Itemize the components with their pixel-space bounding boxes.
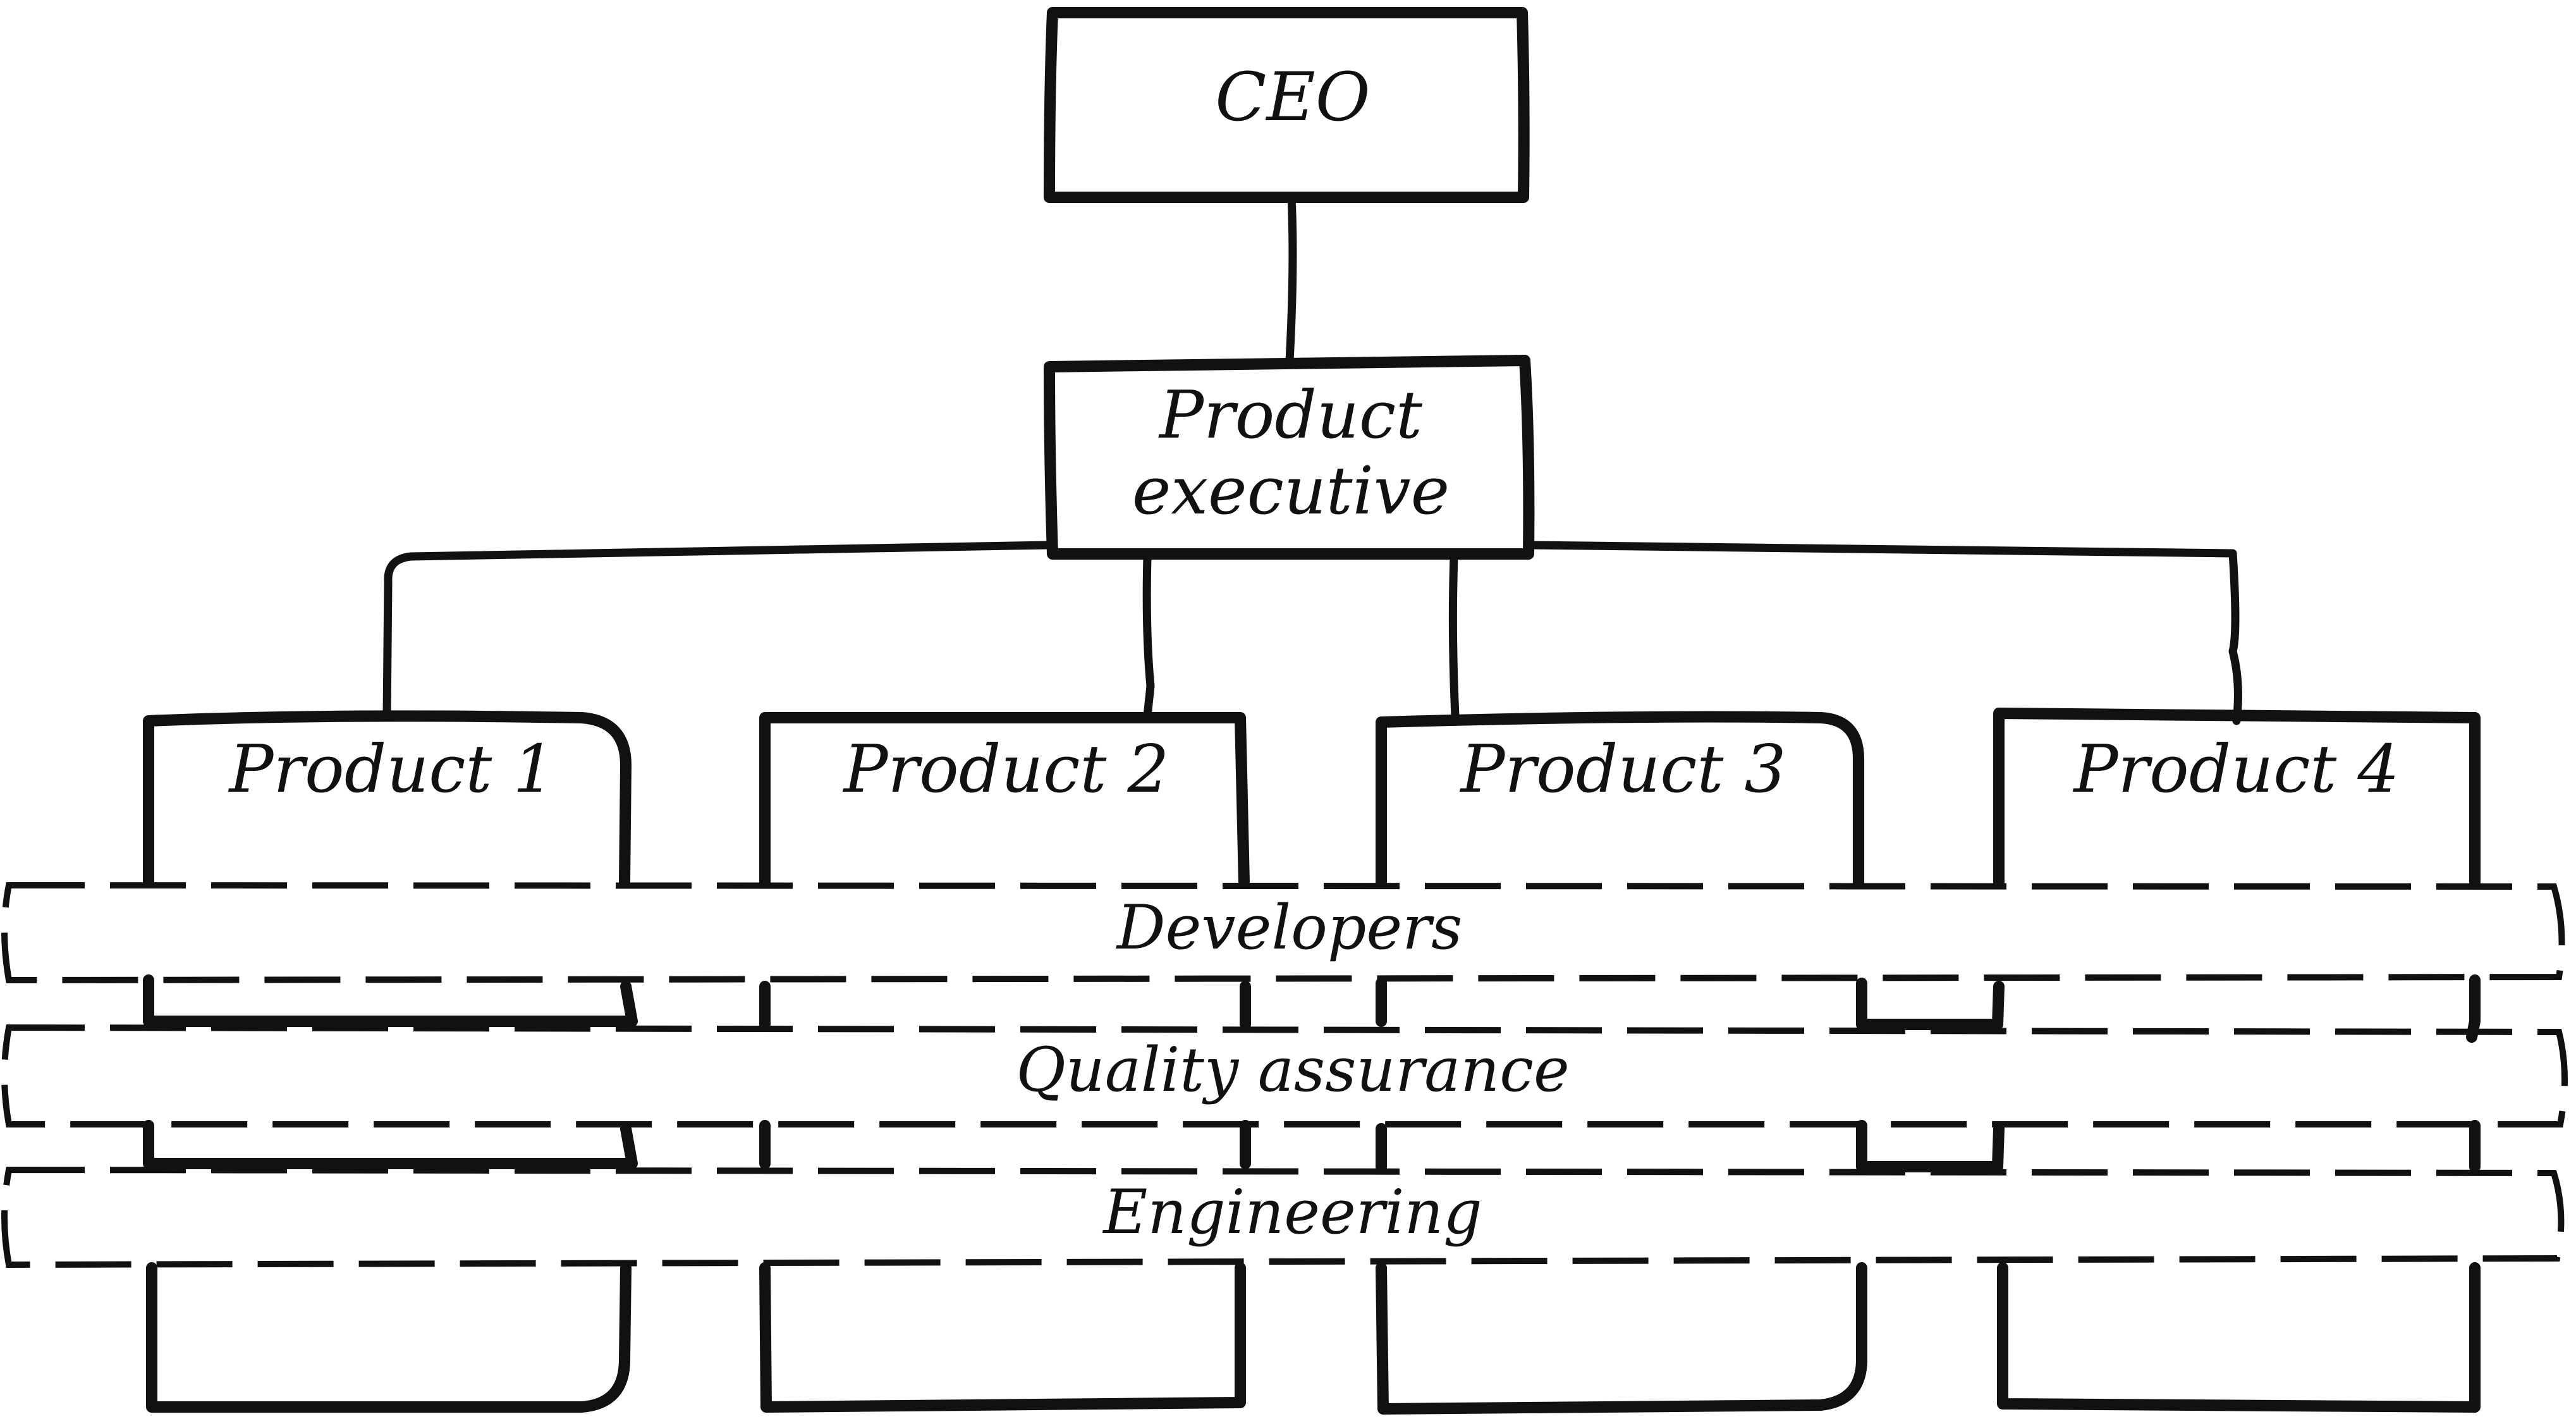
ceo-box	[1044, 7, 1530, 203]
product-1-label: Product 1	[228, 730, 554, 808]
executive-label-line2: executive	[1132, 452, 1450, 529]
product-2-box-top	[759, 712, 1250, 888]
band-quality-assurance-outline	[1, 1024, 2568, 1127]
product-4-node: Product 4	[1993, 708, 2481, 888]
connectors-executive-products	[382, 541, 2242, 725]
band-developers: Developers	[1, 882, 2565, 984]
executive-node: Product executive	[1044, 355, 1535, 560]
executive-box	[1044, 355, 1535, 560]
product-4-box-top	[1993, 708, 2481, 888]
connector-executive-product-4	[1524, 541, 2242, 725]
band-quality-assurance: Quality assurance	[1, 1024, 2568, 1127]
band-engineering-label: Engineering	[1102, 1177, 1482, 1248]
band-developers-outline	[1, 882, 2565, 984]
product-3-label: Product 3	[1459, 730, 1786, 808]
product-4-box-bottom	[1997, 1262, 2481, 1413]
product-3-node: Product 3	[1376, 711, 1864, 888]
band-developers-label: Developers	[1116, 892, 1463, 963]
product-2-box-bottom	[759, 1262, 1246, 1413]
product-1-node: Product 1	[143, 710, 632, 888]
product-1-box-top	[143, 710, 632, 888]
connector-executive-product-3	[1448, 552, 1460, 720]
ceo-label: CEO	[1215, 58, 1370, 136]
connector-executive-product-1	[382, 541, 1054, 720]
product-3-box-top	[1376, 711, 1864, 888]
product-column-segments	[143, 974, 2481, 1172]
band-engineering: Engineering	[1, 1166, 2565, 1268]
product-4-label: Product 4	[2072, 730, 2399, 808]
band-quality-assurance-label: Quality assurance	[1016, 1035, 1570, 1105]
connector-ceo-executive	[1285, 193, 1297, 365]
band-engineering-outline	[1, 1166, 2565, 1268]
product-3-box-bottom	[1376, 1262, 1867, 1415]
product-2-node: Product 2	[759, 712, 1250, 888]
product-box-bottoms	[146, 1262, 2481, 1415]
connector-executive-product-2	[1142, 552, 1155, 720]
product-1-box-bottom	[146, 1262, 632, 1413]
product-2-label: Product 2	[842, 730, 1169, 808]
product-nodes: Product 1 Product 2 Product 3 Product 4	[143, 708, 2481, 888]
ceo-node: CEO	[1044, 7, 1530, 203]
executive-label-line1: Product	[1158, 376, 1422, 453]
